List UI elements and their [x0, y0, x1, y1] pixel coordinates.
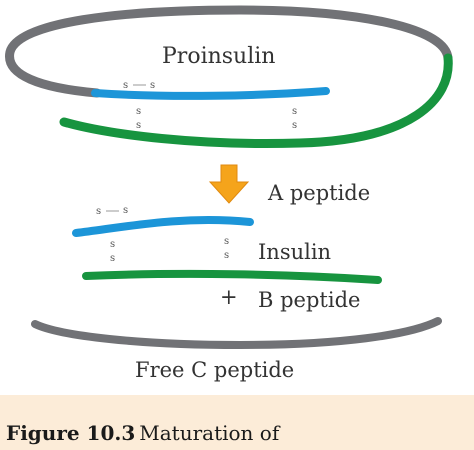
- svg-text:s: s: [224, 236, 229, 247]
- svg-text:s: s: [224, 250, 229, 261]
- insulin-a-chain: [72, 215, 254, 237]
- proinsulin-label: Proinsulin: [162, 44, 275, 69]
- proinsulin-interchain-bond-right: s s: [292, 106, 297, 131]
- proinsulin-a-chain: [91, 87, 330, 100]
- a-peptide-label: A peptide: [267, 181, 370, 205]
- plus-sign: +: [220, 285, 238, 309]
- figure-number: Figure 10.3: [6, 421, 136, 445]
- svg-text:s: s: [96, 206, 101, 217]
- svg-text:s: s: [136, 120, 141, 131]
- svg-text:s: s: [110, 239, 115, 250]
- insulin-interchain-bond-right: s s: [224, 236, 229, 261]
- proinsulin-intrachain-bond: s s: [123, 80, 155, 91]
- free-c-peptide-label: Free C peptide: [135, 358, 294, 382]
- svg-text:s: s: [292, 106, 297, 117]
- insulin-intrachain-bond: s s: [96, 205, 128, 217]
- down-arrow-icon: [208, 164, 250, 204]
- insulin-label: Insulin: [258, 240, 331, 264]
- svg-text:s: s: [136, 106, 141, 117]
- proinsulin-interchain-bond-left: s s: [136, 106, 141, 131]
- svg-text:s: s: [292, 120, 297, 131]
- caption-text: Maturation of: [139, 421, 280, 445]
- svg-text:s: s: [150, 80, 155, 91]
- insulin-interchain-bond-left: s s: [110, 239, 115, 264]
- proinsulin-b-chain: [59, 53, 453, 148]
- insulin-b-chain: [82, 269, 382, 284]
- b-peptide-label: B peptide: [258, 288, 360, 312]
- svg-text:s: s: [110, 253, 115, 264]
- proinsulin-c-peptide-loop: [5, 5, 453, 98]
- free-c-peptide: [31, 317, 442, 350]
- proinsulin-maturation-diagram: s s s s s s Proinsulin A peptide s s s s…: [5, 5, 453, 382]
- svg-text:s: s: [123, 80, 128, 91]
- svg-text:s: s: [123, 205, 128, 216]
